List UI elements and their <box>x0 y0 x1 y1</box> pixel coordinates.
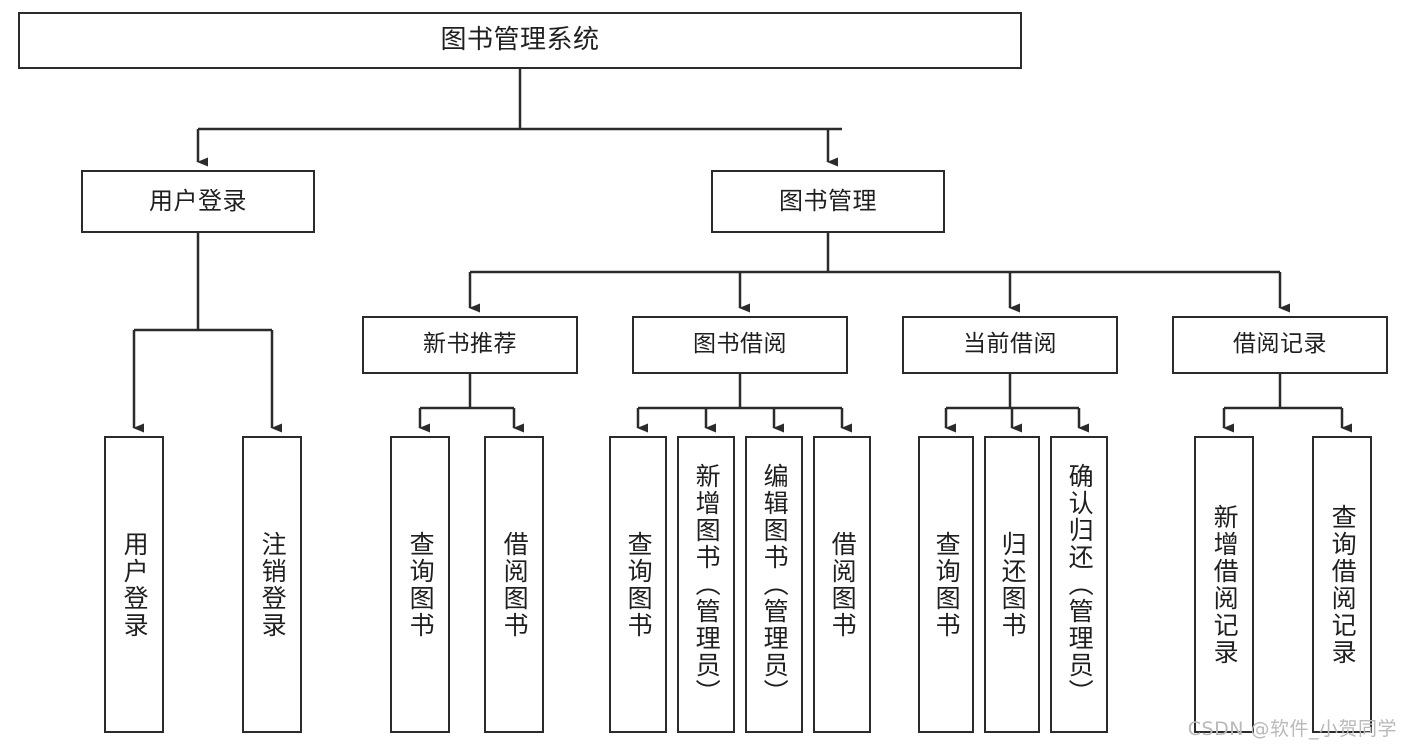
node-book-manage-label: 图书管理 <box>779 187 877 216</box>
node-new-book-recommend-label: 新书推荐 <box>423 331 517 358</box>
node-leaf-query-book-3-label: 查询图书 <box>932 530 962 639</box>
node-root-label: 图书管理系统 <box>440 24 600 55</box>
node-leaf-query-borrow-record-label: 查询借阅记录 <box>1328 503 1358 666</box>
node-book-manage[interactable]: 图书管理 <box>711 170 945 233</box>
node-leaf-return-book[interactable]: 归还图书 <box>984 436 1040 733</box>
node-leaf-borrow-book-2[interactable]: 借阅图书 <box>813 436 871 733</box>
node-book-borrow[interactable]: 图书借阅 <box>632 316 848 374</box>
node-leaf-user-login-label: 用户登录 <box>120 530 150 639</box>
node-leaf-return-book-label: 归还图书 <box>998 530 1028 639</box>
node-root[interactable]: 图书管理系统 <box>18 12 1022 69</box>
node-leaf-query-book-1[interactable]: 查询图书 <box>390 436 450 733</box>
node-leaf-borrow-book-1[interactable]: 借阅图书 <box>484 436 544 733</box>
node-current-borrow-label: 当前借阅 <box>963 331 1057 358</box>
node-leaf-add-book-admin-label: 新增图书（管理员） <box>692 463 722 706</box>
node-leaf-query-book-2[interactable]: 查询图书 <box>609 436 667 733</box>
node-leaf-borrow-book-1-label: 借阅图书 <box>500 530 530 639</box>
node-leaf-add-book-admin[interactable]: 新增图书（管理员） <box>677 436 735 733</box>
node-user-login[interactable]: 用户登录 <box>81 170 315 233</box>
node-leaf-edit-book-admin[interactable]: 编辑图书（管理员） <box>745 436 803 733</box>
node-leaf-borrow-book-2-label: 借阅图书 <box>828 530 858 639</box>
watermark: CSDN @软件_小贺同学 <box>1187 718 1397 740</box>
node-leaf-query-book-2-label: 查询图书 <box>624 530 654 639</box>
node-leaf-user-login[interactable]: 用户登录 <box>104 436 164 733</box>
node-leaf-query-book-3[interactable]: 查询图书 <box>918 436 974 733</box>
node-leaf-logout[interactable]: 注销登录 <box>242 436 302 733</box>
node-leaf-logout-label: 注销登录 <box>258 530 288 639</box>
node-book-borrow-label: 图书借阅 <box>693 331 787 358</box>
node-leaf-query-book-1-label: 查询图书 <box>406 530 436 639</box>
node-borrow-record[interactable]: 借阅记录 <box>1172 316 1388 374</box>
node-leaf-add-borrow-record[interactable]: 新增借阅记录 <box>1194 436 1254 733</box>
node-leaf-query-borrow-record[interactable]: 查询借阅记录 <box>1312 436 1372 733</box>
node-current-borrow[interactable]: 当前借阅 <box>902 316 1118 374</box>
node-leaf-edit-book-admin-label: 编辑图书（管理员） <box>760 463 790 706</box>
node-new-book-recommend[interactable]: 新书推荐 <box>362 316 578 374</box>
node-leaf-confirm-return-admin[interactable]: 确认归还（管理员） <box>1050 436 1108 733</box>
node-leaf-add-borrow-record-label: 新增借阅记录 <box>1210 503 1240 666</box>
node-borrow-record-label: 借阅记录 <box>1233 331 1327 358</box>
node-leaf-confirm-return-admin-label: 确认归还（管理员） <box>1065 463 1095 706</box>
node-user-login-label: 用户登录 <box>149 187 247 216</box>
